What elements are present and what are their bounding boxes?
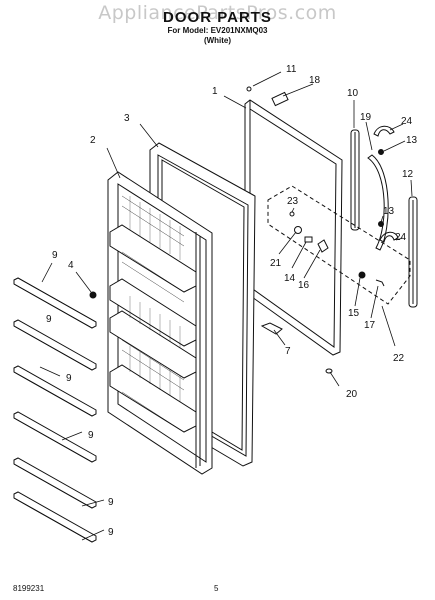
callout-9-d: 9 [108, 497, 114, 508]
callout-11: 11 [286, 64, 297, 75]
callout-16: 16 [298, 280, 310, 291]
callout-13-a: 13 [406, 135, 418, 146]
outer-door-panel [244, 99, 343, 356]
hinge-kit-outline [267, 185, 411, 305]
color-line: (White) [203, 36, 232, 45]
hinge-bushing-15 [358, 271, 366, 279]
handle-bracket-top [373, 125, 395, 137]
door-handle [367, 154, 389, 251]
callout-10: 10 [347, 88, 359, 99]
hinge-washer-21 [294, 226, 302, 234]
callout-labels: 1 2 3 4 7 9 9 9 9 9 9 10 11 12 13 13 14 … [46, 64, 418, 538]
callout-9-c: 9 [88, 430, 94, 441]
callout-7: 7 [285, 346, 291, 357]
shelf-trim-1 [13, 277, 97, 329]
callout-24-b: 24 [395, 232, 407, 243]
callout-18: 18 [309, 75, 321, 86]
watermark: AppliancePartsPros.com [98, 2, 337, 24]
callout-9-a: 9 [52, 250, 58, 261]
hinge-cap-20 [325, 368, 333, 374]
shelf-trim-6 [13, 491, 97, 543]
shelf-trim-4 [13, 411, 97, 463]
callout-9-e: 9 [108, 527, 114, 538]
callout-2: 2 [90, 135, 96, 146]
shelf-trim-5 [13, 457, 97, 509]
hinge-spring-17 [375, 279, 385, 287]
callout-23: 23 [287, 196, 299, 207]
page-title: DOOR PARTS [163, 9, 272, 26]
callout-22: 22 [393, 353, 405, 364]
screw-4 [89, 291, 97, 299]
stop-bracket-7 [260, 322, 283, 335]
shelf-trim-2 [13, 319, 97, 371]
callout-17: 17 [364, 320, 376, 331]
callout-9-f: 9 [46, 314, 52, 325]
callout-20: 20 [346, 389, 358, 400]
hinge-block-14 [304, 236, 313, 243]
hinge-clip-16 [317, 239, 329, 253]
callout-24-a: 24 [401, 116, 413, 127]
shelf-trim-3 [13, 365, 97, 417]
callout-3: 3 [124, 113, 130, 124]
callout-14: 14 [284, 273, 296, 284]
document-number: 8199231 [13, 584, 45, 593]
callout-21: 21 [270, 258, 282, 269]
model-line: For Model: EV201NXMQ03 [167, 26, 268, 35]
leader-lines [39, 71, 413, 541]
callout-15: 15 [348, 308, 360, 319]
screw-13-bottom [378, 221, 384, 227]
callout-1: 1 [212, 86, 218, 97]
page-number: 5 [214, 584, 219, 593]
callout-12: 12 [402, 169, 414, 180]
door-liner [107, 171, 213, 475]
screw-13-top [378, 149, 384, 155]
callout-4: 4 [68, 260, 74, 271]
screw-11 [246, 86, 252, 92]
handle-bracket-bottom [379, 231, 399, 243]
door-plug [271, 91, 289, 107]
callout-13-b: 13 [383, 206, 395, 217]
callout-19: 19 [360, 112, 372, 123]
callout-9-b: 9 [66, 373, 72, 384]
